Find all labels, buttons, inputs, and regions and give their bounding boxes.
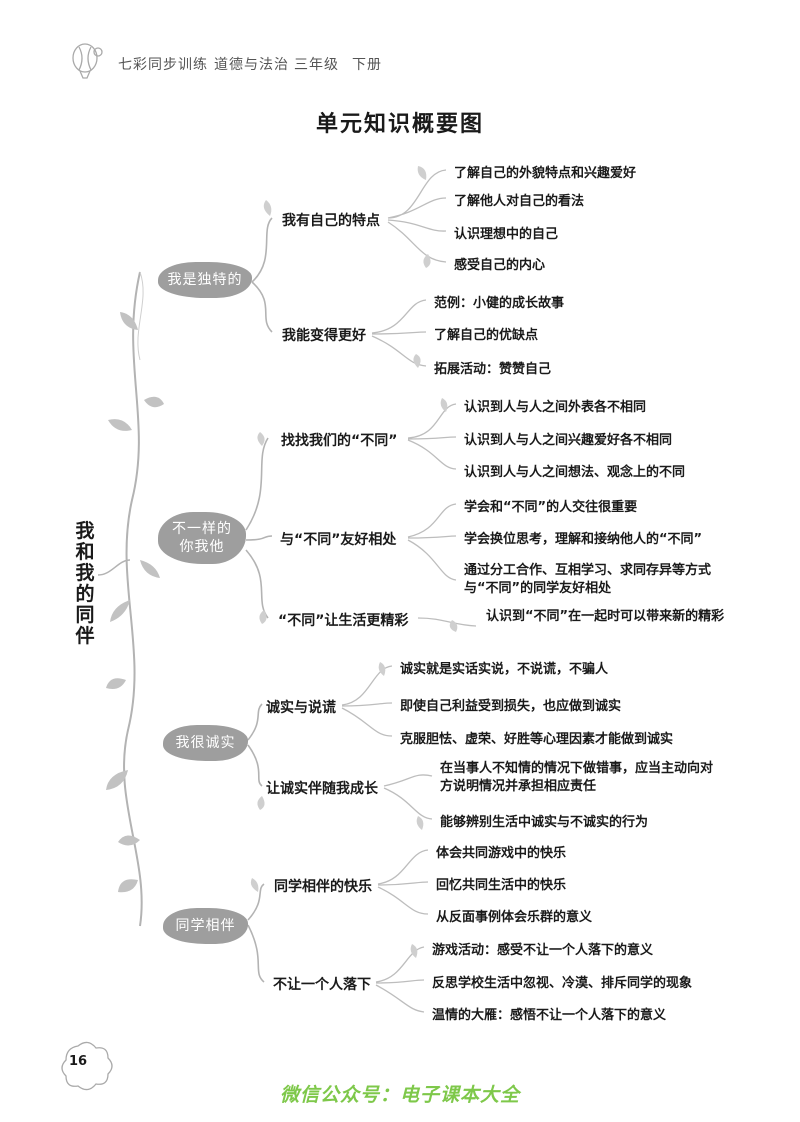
unit-node-4: 同学相伴 [163,908,248,944]
unit-node-1: 我是独特的 [158,262,252,298]
point-item: 学会换位思考，理解和接纳他人的“不同” [464,532,703,547]
topic-node: 我有自己的特点 [282,213,380,229]
point-item: 认识到人与人之间想法、观念上的不同 [464,465,686,480]
point-item: 了解他人对自己的看法 [454,194,585,209]
point-item: 在当事人不知情的情况下做错事，应当主动向对方说明情况并承担相应责任 [440,761,714,794]
point-item: 能够辨别生活中诚实与不诚实的行为 [440,815,649,830]
point-item: 认识理想中的自己 [454,227,559,242]
page-number: 16 [68,1053,88,1069]
header-series: 七彩同步训练 [118,57,208,73]
main-vine [123,271,143,927]
header-grade: 三年级 [294,57,339,73]
point-item: 认识到人与人之间兴趣爱好各不相同 [464,433,673,448]
point-item: 拓展活动：赞赞自己 [434,362,552,377]
point-item: 即使自己利益受到损失，也应做到诚实 [400,699,622,714]
root-node: 我和我的同伴 [75,520,95,647]
point-item: 认识到人与人之间外表各不相同 [464,400,647,415]
point-item: 认识到“不同”在一起时可以带来新的精彩 [486,609,725,624]
point-item: 体会共同游戏中的快乐 [436,846,567,861]
point-item: 从反面事例体会乐群的意义 [436,910,593,925]
point-item: 了解自己的外貌特点和兴趣爱好 [454,166,637,181]
header-subject: 道德与法治 [214,57,289,73]
point-item: 克服胆怯、虚荣、好胜等心理因素才能做到诚实 [400,732,674,747]
point-item: 诚实就是实话实说，不说谎，不骗人 [400,662,609,677]
point-item: 感受自己的内心 [454,258,546,273]
topic-node: 与“不同”友好相处 [280,532,397,548]
unit-node-3: 我很诚实 [163,725,248,761]
point-item: 范例：小健的成长故事 [434,296,565,311]
topic-node: 不让一个人落下 [273,977,371,993]
page-title: 单元知识概要图 [315,111,484,137]
header-volume: 下册 [352,57,382,73]
point-item: 通过分工合作、互相学习、求同存异等方式与“不同”的同学友好相处 [464,563,712,596]
topic-node: 找找我们的“不同” [281,433,398,449]
topic-node: 诚实与说谎 [266,700,336,716]
topic-node: “不同”让生活更精彩 [278,613,409,629]
balloon-icon [72,43,103,79]
unit-node-2: 不一样的你我他 [158,512,246,564]
point-item: 了解自己的优缺点 [434,328,539,343]
point-item: 学会和“不同”的人交往很重要 [464,500,638,515]
point-item: 回忆共同生活中的快乐 [436,878,567,893]
topic-node: 我能变得更好 [282,328,366,344]
point-item: 温情的大雁：感悟不让一个人落下的意义 [432,1008,667,1023]
topic-node: 同学相伴的快乐 [274,879,372,895]
flower-badge-icon [61,1041,113,1091]
point-item: 游戏活动：感受不让一个人落下的意义 [432,943,654,958]
topic-node: 让诚实伴随我成长 [266,781,378,797]
footer-watermark: 微信公众号：电子课本大全 [279,1084,520,1106]
point-item: 反思学校生活中忽视、冷漠、排斥同学的现象 [432,976,693,991]
